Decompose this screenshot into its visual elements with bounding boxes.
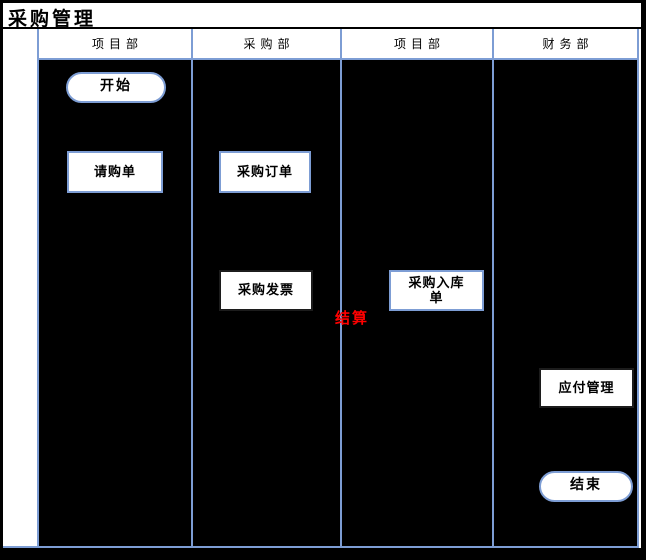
swimlane-table: 项目部 采购部 项目部 财务部 <box>3 29 639 548</box>
flow-node-end: 结束 <box>539 471 633 502</box>
flow-node-start: 开始 <box>66 72 166 103</box>
lane-body-project-dept-1 <box>39 60 191 546</box>
lane-header-project-dept-2: 项目部 <box>342 29 492 60</box>
settlement-connector-label: 结算 <box>334 311 369 327</box>
page-title: 采购管理 <box>8 9 97 30</box>
lane-header-project-dept-1: 项目部 <box>39 29 191 60</box>
flow-node-purchase-invoice: 采购发票 <box>219 270 313 311</box>
lane-body-finance-dept <box>494 60 637 546</box>
title-divider <box>3 27 641 29</box>
lane-project-dept-1: 项目部 <box>39 29 193 546</box>
lane-header-finance-dept: 财务部 <box>494 29 637 60</box>
lane-gutter-column <box>3 29 39 546</box>
flow-node-requisition: 请购单 <box>67 151 163 193</box>
lane-finance-dept: 财务部 <box>494 29 639 546</box>
lane-header-purchasing-dept: 采购部 <box>193 29 340 60</box>
flow-node-warehouse-receipt: 采购入库 单 <box>389 270 484 311</box>
flow-node-purchase-order: 采购订单 <box>219 151 311 193</box>
flow-node-payable-management: 应付管理 <box>539 368 634 408</box>
